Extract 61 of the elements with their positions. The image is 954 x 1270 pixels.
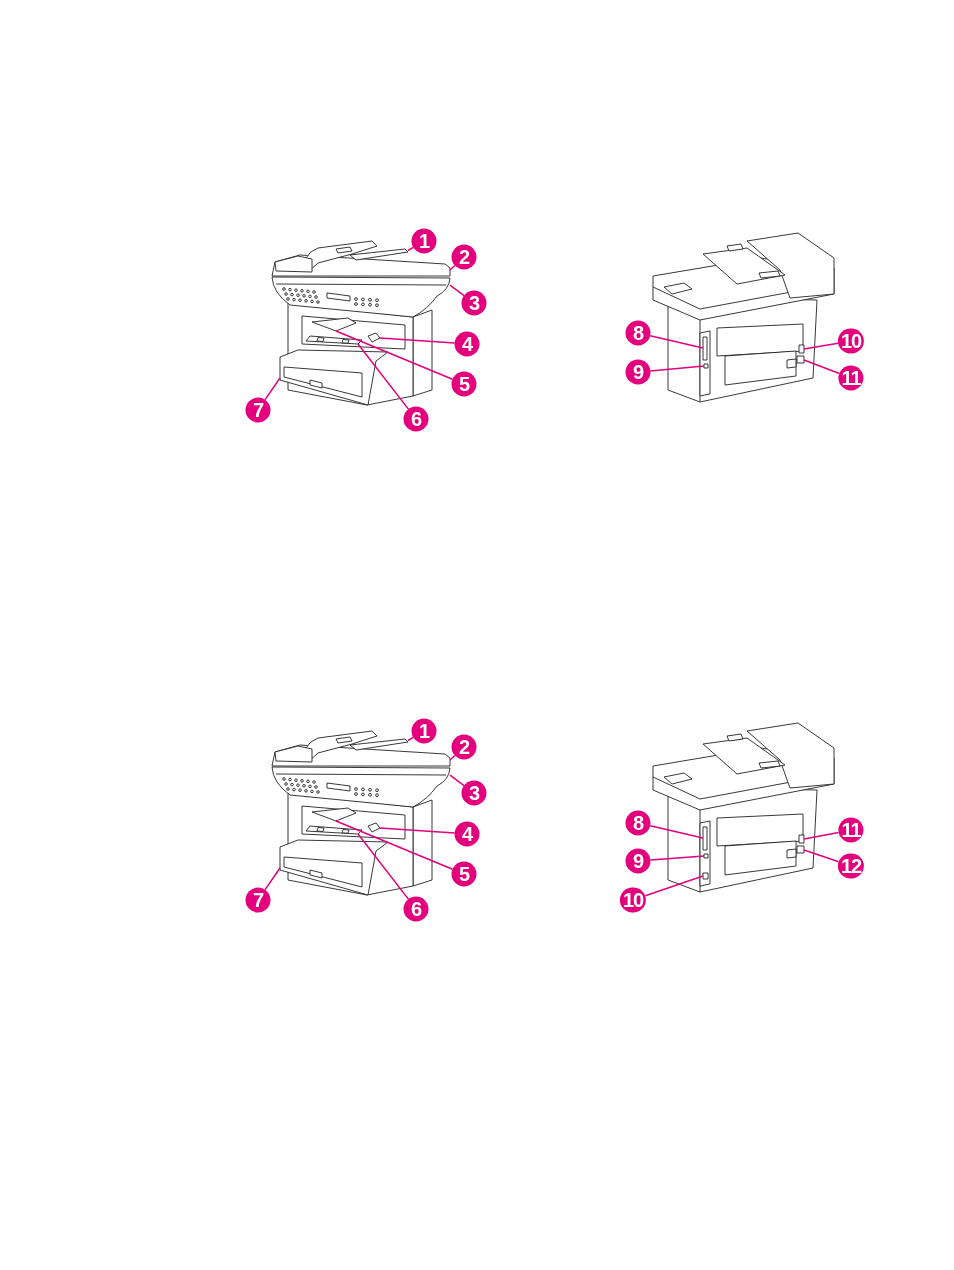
callout-number: 1	[411, 718, 437, 744]
callout-number: 3	[461, 290, 487, 316]
paper-lever	[367, 332, 381, 343]
leader-line	[803, 849, 840, 863]
callout-number: 6	[403, 406, 429, 432]
callout-number: 10	[837, 328, 865, 354]
leader-line	[649, 365, 705, 372]
callout-number: 10	[619, 887, 647, 913]
parallel-port	[702, 826, 708, 851]
leader-line	[357, 343, 410, 410]
input-slot	[305, 335, 363, 345]
callout-number: 4	[454, 821, 480, 847]
parallel-port	[702, 336, 708, 361]
callout-number: 6	[403, 896, 429, 922]
leader-line	[379, 337, 456, 344]
input-slot	[305, 825, 363, 835]
callout-number: 7	[245, 397, 271, 423]
power-switch	[798, 344, 805, 354]
leader-line	[644, 875, 704, 897]
callout-number: 8	[625, 810, 651, 836]
leader-line	[379, 827, 456, 834]
leader-line	[264, 377, 281, 401]
leader-line	[335, 820, 454, 870]
callout-number: 9	[625, 848, 651, 874]
input-tray	[279, 839, 389, 896]
callout-number: 2	[451, 734, 477, 760]
leader-line	[803, 342, 839, 350]
callout-number: 4	[454, 331, 480, 357]
power-socket	[796, 355, 805, 364]
callout-number: 11	[838, 365, 864, 391]
leader-line	[649, 855, 705, 861]
power-switch	[798, 834, 805, 844]
leader-line	[357, 833, 410, 900]
callout-number: 7	[245, 887, 271, 913]
cable-port	[703, 853, 709, 859]
callout-number: 8	[625, 320, 651, 346]
power-socket	[796, 845, 805, 854]
callout-number: 9	[625, 359, 651, 385]
leader-line	[335, 330, 454, 380]
leader-line	[649, 825, 704, 839]
callout-number: 5	[451, 861, 477, 887]
leader-line	[449, 754, 456, 761]
callout-number: 1	[411, 228, 437, 254]
leader-line	[449, 284, 465, 297]
leader-line	[449, 264, 456, 271]
leader-line	[264, 867, 281, 891]
paper-lever	[367, 822, 381, 833]
callout-number: 12	[837, 853, 865, 879]
document-feeder	[274, 240, 409, 273]
cable-port	[703, 363, 709, 369]
callout-number: 11	[838, 817, 864, 843]
callout-number: 3	[461, 780, 487, 806]
leader-line	[449, 774, 465, 787]
leader-line	[803, 359, 841, 375]
cable-port	[702, 872, 709, 880]
input-tray	[279, 349, 389, 406]
callout-number: 2	[451, 244, 477, 270]
document-feeder	[274, 730, 409, 763]
leader-line	[649, 335, 704, 349]
leader-line	[803, 831, 840, 840]
callout-number: 5	[451, 371, 477, 397]
